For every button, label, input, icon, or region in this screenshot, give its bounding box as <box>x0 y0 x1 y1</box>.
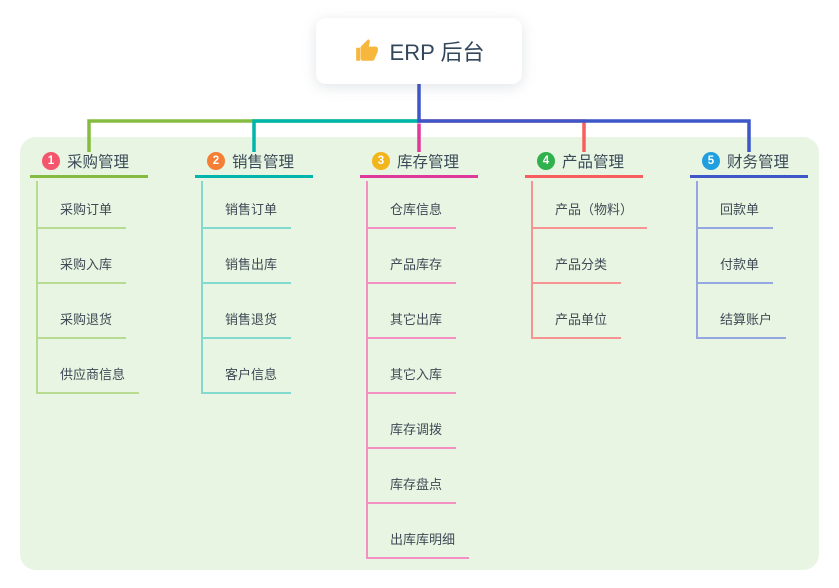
branch-number-badge: 5 <box>702 151 720 170</box>
child-node-label: 采购退货 <box>60 312 113 327</box>
thumbs-up-icon <box>355 39 378 61</box>
branch-label: 库存管理 <box>397 153 460 171</box>
child-node[interactable]: 结算账户 <box>698 284 787 339</box>
branch-number-badge: 3 <box>372 151 390 170</box>
child-node[interactable]: 供应商信息 <box>38 339 140 394</box>
child-node[interactable]: 产品（物料） <box>533 181 648 229</box>
child-node-label: 采购入库 <box>60 257 113 272</box>
branch-node[interactable]: 3 库存管理 <box>360 146 478 178</box>
root-node[interactable]: ERP 后台 <box>316 18 522 84</box>
child-node-label: 结算账户 <box>720 312 773 327</box>
child-node[interactable]: 回款单 <box>698 181 774 229</box>
child-node-label: 回款单 <box>720 202 760 217</box>
branch-node[interactable]: 1 采购管理 <box>30 146 148 178</box>
child-node-label: 出库库明细 <box>390 532 456 547</box>
child-list: 仓库信息产品库存其它出库其它入库库存调拨库存盘点出库库明细 <box>366 181 470 559</box>
child-node-label: 供应商信息 <box>60 367 126 382</box>
child-node[interactable]: 其它出库 <box>368 284 457 339</box>
child-node[interactable]: 其它入库 <box>368 339 457 394</box>
child-node[interactable]: 产品分类 <box>533 229 622 284</box>
child-node[interactable]: 库存盘点 <box>368 449 457 504</box>
child-list: 采购订单采购入库采购退货供应商信息 <box>36 181 140 394</box>
child-node[interactable]: 采购入库 <box>38 229 127 284</box>
child-node[interactable]: 销售退货 <box>203 284 292 339</box>
branch-label: 财务管理 <box>727 153 790 171</box>
child-list: 销售订单销售出库销售退货客户信息 <box>201 181 292 394</box>
child-node-label: 采购订单 <box>60 202 113 217</box>
branch-label: 采购管理 <box>67 153 130 171</box>
branch-销售管理: 2 销售管理销售订单销售出库销售退货客户信息 <box>195 146 313 394</box>
child-node[interactable]: 产品单位 <box>533 284 622 339</box>
branch-number-badge: 1 <box>42 151 60 170</box>
mindmap-panel <box>20 137 819 570</box>
child-node-label: 销售退货 <box>225 312 278 327</box>
branch-node[interactable]: 5 财务管理 <box>690 146 808 178</box>
child-node[interactable]: 仓库信息 <box>368 181 457 229</box>
child-node-label: 产品库存 <box>390 257 443 272</box>
child-node[interactable]: 库存调拨 <box>368 394 457 449</box>
branch-node[interactable]: 2 销售管理 <box>195 146 313 178</box>
child-node[interactable]: 销售出库 <box>203 229 292 284</box>
branch-产品管理: 4 产品管理产品（物料） 产品分类产品单位 <box>525 146 648 339</box>
child-node[interactable]: 出库库明细 <box>368 504 470 559</box>
branch-node[interactable]: 4 产品管理 <box>525 146 643 178</box>
branch-number-badge: 2 <box>207 151 225 170</box>
branch-采购管理: 1 采购管理采购订单采购入库采购退货供应商信息 <box>30 146 148 394</box>
child-node-label: 销售出库 <box>225 257 278 272</box>
child-node[interactable]: 采购订单 <box>38 181 127 229</box>
branch-财务管理: 5 财务管理回款单付款单结算账户 <box>690 146 808 339</box>
branch-number-badge: 4 <box>537 151 555 170</box>
child-list: 回款单付款单结算账户 <box>696 181 787 339</box>
child-node[interactable]: 付款单 <box>698 229 774 284</box>
child-list: 产品（物料） 产品分类产品单位 <box>531 181 648 339</box>
child-node-label: 其它出库 <box>390 312 443 327</box>
child-node-label: 产品分类 <box>555 257 608 272</box>
child-node-label: 付款单 <box>720 257 760 272</box>
child-node-label: 产品（物料） <box>555 202 634 217</box>
child-node-label: 其它入库 <box>390 367 443 382</box>
child-node[interactable]: 销售订单 <box>203 181 292 229</box>
child-node-label: 产品单位 <box>555 312 608 327</box>
child-node-label: 客户信息 <box>225 367 278 382</box>
child-node-label: 仓库信息 <box>390 202 443 217</box>
child-node-label: 库存调拨 <box>390 422 443 437</box>
child-node[interactable]: 采购退货 <box>38 284 127 339</box>
branch-库存管理: 3 库存管理仓库信息产品库存其它出库其它入库库存调拨库存盘点出库库明细 <box>360 146 478 559</box>
child-node[interactable]: 客户信息 <box>203 339 292 394</box>
branch-label: 产品管理 <box>562 153 625 171</box>
root-node-label: ERP 后台 <box>389 40 485 65</box>
child-node[interactable]: 产品库存 <box>368 229 457 284</box>
branch-label: 销售管理 <box>232 153 295 171</box>
child-node-label: 销售订单 <box>225 202 278 217</box>
child-node-label: 库存盘点 <box>390 477 443 492</box>
